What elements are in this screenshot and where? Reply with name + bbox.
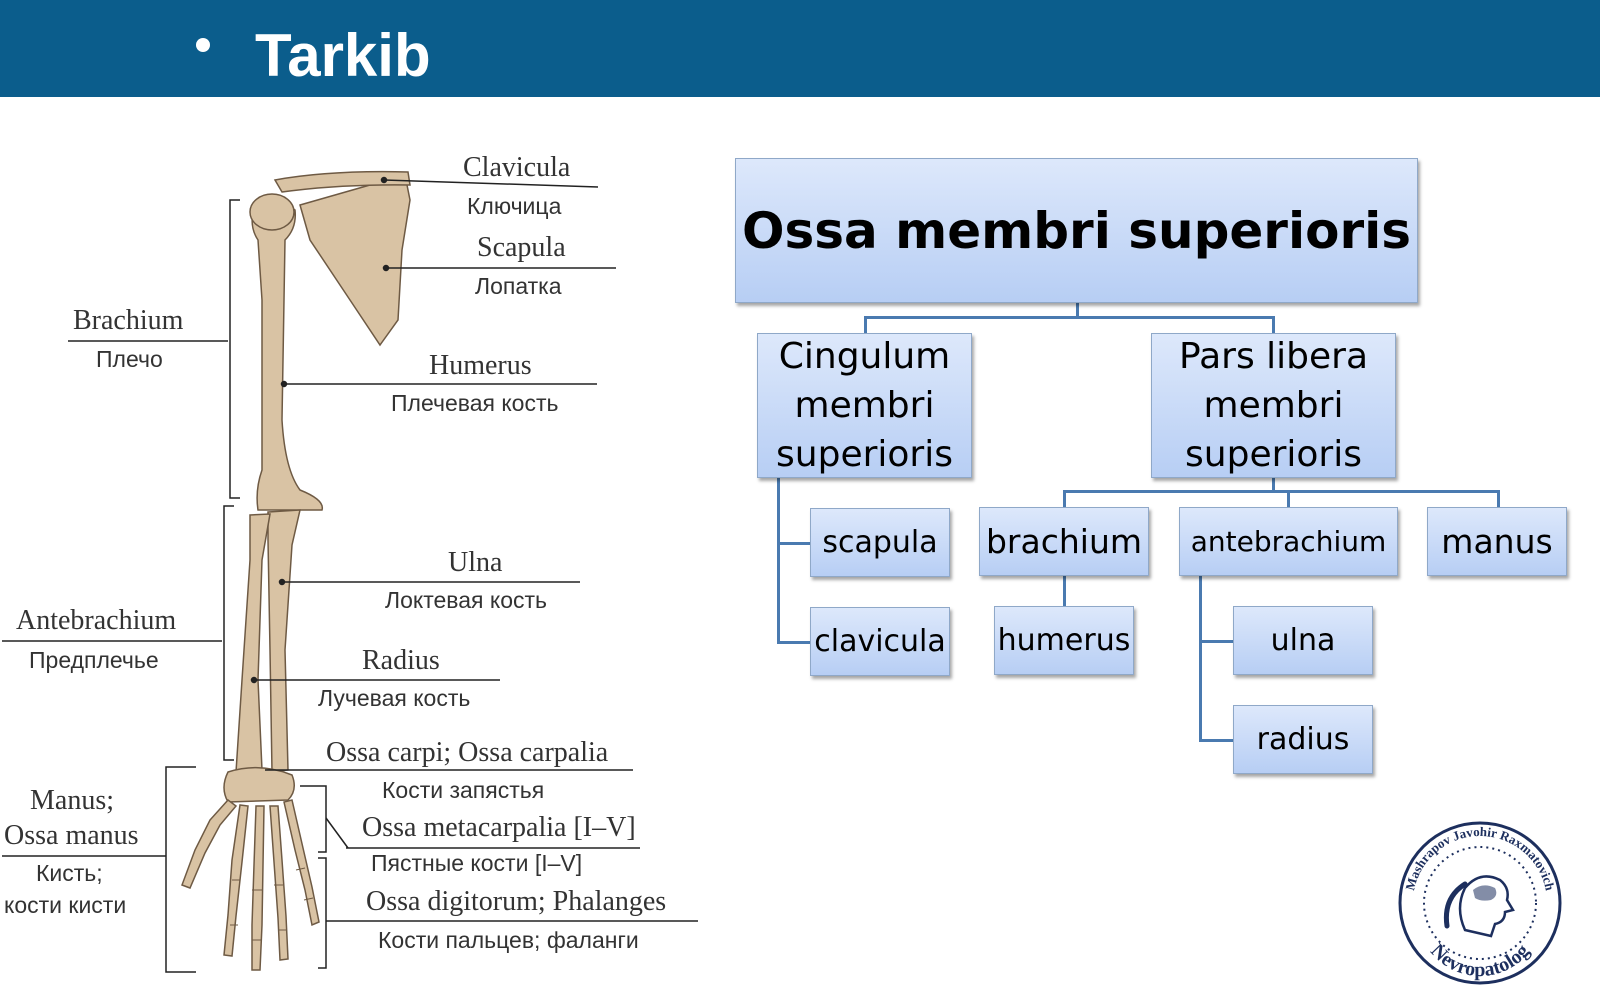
label-manus-russian-1: Кисть; [36,860,103,886]
label-scapula-latin: Scapula [477,232,566,263]
connector [1287,490,1290,508]
connector [1199,739,1234,742]
label-carpi-latin: Ossa carpi; Ossa carpalia [326,737,609,768]
box-antebrachium: antebrachium [1179,507,1398,576]
antebrachium-label: antebrachium [1190,525,1387,558]
label-metacarpalia-latin: Ossa metacarpalia [I–V] [362,812,636,843]
clavicula-bone [273,170,411,193]
label-manus-russian-2: кости кисти [4,892,127,918]
connector [777,478,780,644]
label-digitorum-russian: Кости пальцев; фаланги [378,927,639,953]
radius-label: radius [1256,722,1350,757]
label-digitorum-latin: Ossa digitorum; Phalanges [366,886,667,917]
label-antebrachium-russian: Предплечье [29,647,159,673]
connector [1497,490,1500,508]
label-carpi-russian: Кости запястья [382,777,545,803]
box-ossa-membri-superioris: Ossa membri superioris [735,158,1418,303]
author-stamp-logo: Mashrapov Javohir Raxmatovich Nevropatol… [1395,818,1565,993]
carpal-bones [223,766,295,803]
connector [864,316,867,334]
pars-line1: Pars libera [1178,336,1369,377]
connector [1076,303,1079,319]
humerus-head [249,193,295,231]
scapula-bone [299,174,411,347]
label-clavicula-latin: Clavicula [463,152,571,183]
bullet-icon [196,38,210,52]
connector [1199,576,1202,742]
connector [1063,490,1066,508]
radius-bone [235,513,271,773]
slide-title: Tarkib [255,22,431,89]
label-metacarpalia-russian: Пястные кости [I–V] [371,850,583,876]
connector [1063,576,1066,606]
clavicula-label: clavicula [814,624,946,659]
box-humerus: humerus [994,606,1134,675]
label-brachium-russian: Плечо [96,346,163,372]
label-clavicula-russian: Ключица [467,193,562,219]
label-brachium-latin: Brachium [73,305,184,336]
label-ulna-russian: Локтевая кость [385,587,547,613]
manus-label: manus [1441,522,1553,561]
connector [1063,490,1500,493]
box-radius: radius [1233,705,1373,774]
box-scapula: scapula [810,508,950,577]
humerus-label: humerus [997,623,1131,658]
cingulum-line2: membri [794,385,935,426]
finger-middle-bones [251,805,265,971]
stamp-graphic: Mashrapov Javohir Raxmatovich Nevropatol… [1398,821,1562,985]
connector [777,542,811,545]
box-pars-libera-membri-superioris: Pars libera membri superioris [1151,333,1396,478]
head-profile-icon [1458,875,1515,938]
box-ulna: ulna [1233,606,1373,675]
pars-line3: superioris [1185,434,1362,475]
label-radius-russian: Лучевая кость [318,685,471,711]
label-scapula-russian: Лопатка [475,273,562,299]
scapula-label: scapula [822,525,938,560]
finger-little-bones [283,799,320,927]
box-cingulum-membri-superioris: Cingulum membri superioris [757,333,972,478]
humerus-bone [251,200,324,511]
cingulum-line3: superioris [776,434,953,475]
label-humerus-russian: Плечевая кость [391,390,559,416]
label-manus-latin-1: Manus; [30,785,114,816]
arm-skeleton-illustration: Clavicula Ключица Scapula Лопатка Brachi… [0,100,720,1000]
label-radius-latin: Radius [362,645,440,676]
label-humerus-latin: Humerus [429,350,532,381]
label-antebrachium-latin: Antebrachium [16,605,177,636]
box-brachium: brachium [979,507,1149,576]
label-manus-latin-2: Ossa manus [4,820,139,851]
slide-header: Tarkib [0,0,1600,97]
label-ulna-latin: Ulna [448,547,503,578]
pars-line2: membri [1203,385,1344,426]
brain-icon [1473,885,1497,901]
root-label: Ossa membri superioris [741,201,1412,260]
ulna-label: ulna [1270,623,1336,658]
cingulum-line1: Cingulum [778,336,951,377]
thumb-bones [181,798,238,889]
finger-ring-bones [269,805,289,961]
connector [777,641,811,644]
connector [1272,478,1275,493]
connector [1199,640,1234,643]
connector [864,316,1275,319]
arm-bones-drawing [2,170,698,973]
ulna-bone [267,509,301,773]
connector [1272,316,1275,334]
box-manus: manus [1427,507,1567,576]
box-clavicula: clavicula [810,607,950,676]
brachium-label: brachium [985,522,1143,561]
